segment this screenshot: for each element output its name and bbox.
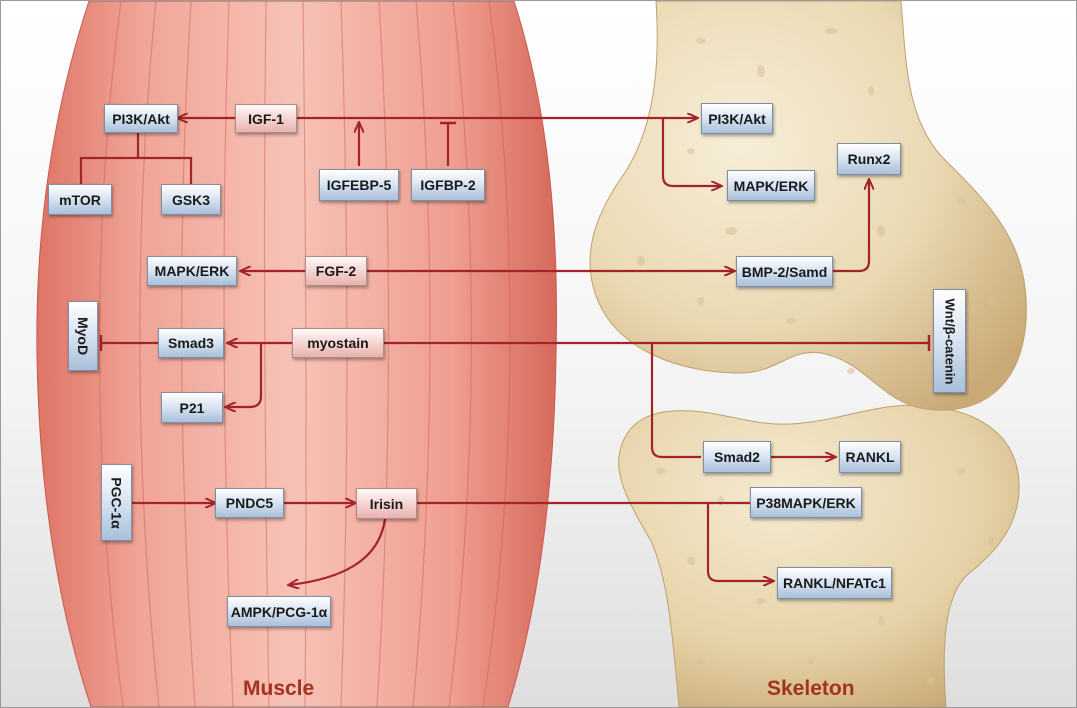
node-smad2: Smad2 [703,441,771,473]
node-bmp2-samd: BMP-2/Samd [736,256,833,287]
node-ampk: AMPK/PCG-1α [227,596,331,627]
node-myostain: myostain [292,328,384,358]
node-wnt-label: Wnt/β-catenin [942,298,957,384]
node-wnt-beta-catenin: Wnt/β-catenin [933,289,966,393]
node-smad3: Smad3 [158,328,224,358]
node-igf1: IGF-1 [235,104,297,133]
node-myod: MyoD [68,301,98,371]
region-label-skeleton: Skeleton [767,677,855,701]
node-mapk-erk-bone: MAPK/ERK [727,170,815,201]
node-mapk-erk-muscle: MAPK/ERK [147,256,237,286]
node-pi3k-akt-muscle: PI3K/Akt [104,104,178,133]
tibia-illustration [619,405,1019,707]
node-p21: P21 [161,392,223,423]
node-runx2: Runx2 [837,143,901,175]
node-myod-label: MyoD [75,317,91,355]
node-igfbp2: IGFBP-2 [411,169,485,201]
node-irisin: Irisin [356,488,417,519]
node-p38mapk-erk: P38MAPK/ERK [750,487,862,518]
node-pi3k-akt-bone: PI3K/Akt [701,103,773,134]
node-mtor: mTOR [48,184,112,215]
region-label-muscle: Muscle [243,677,314,701]
node-gsk3: GSK3 [161,184,221,215]
node-igfebp5: IGFEBP-5 [319,169,399,201]
node-fgf2: FGF-2 [305,256,367,286]
node-pgc1a-label: PGC-1α [109,477,125,528]
node-pndc5: PNDC5 [215,488,284,518]
node-pgc1a: PGC-1α [101,464,132,541]
node-rankl: RANKL [839,441,901,473]
node-rankl-nfatc1: RANKL/NFATc1 [777,567,892,599]
